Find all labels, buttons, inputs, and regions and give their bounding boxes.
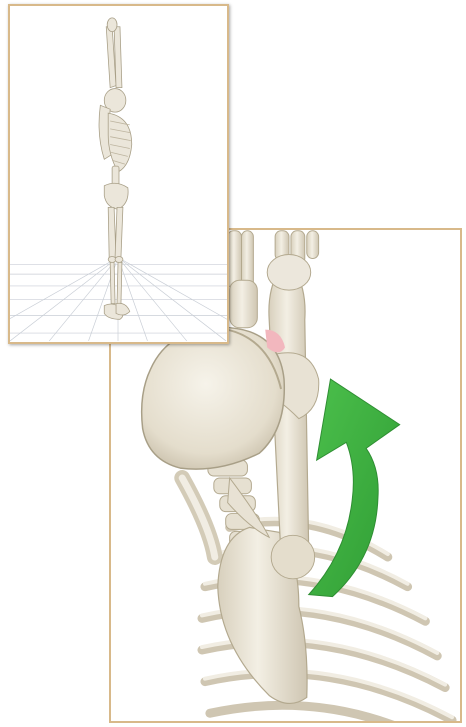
- overview-illustration: [10, 6, 227, 342]
- rotation-arrow-icon: [309, 379, 400, 597]
- skull: [142, 328, 285, 470]
- overview-panel: [8, 4, 229, 344]
